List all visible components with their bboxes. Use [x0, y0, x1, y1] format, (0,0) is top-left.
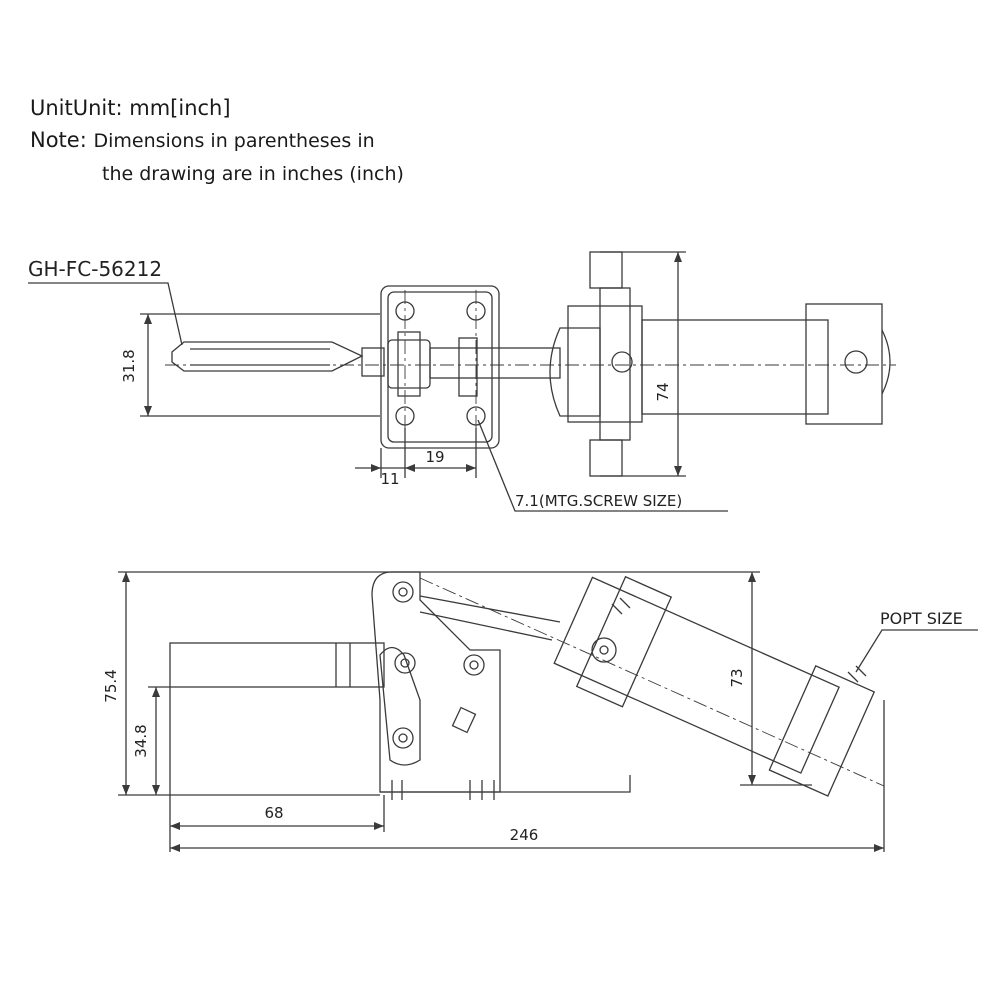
side-base	[380, 775, 631, 793]
dim-label-68: 68	[264, 804, 283, 822]
dim-label-73: 73	[728, 668, 746, 687]
note-line-1: Dimensions in parentheses in	[93, 130, 375, 152]
clevis-block	[567, 305, 643, 423]
model-label: GH-FC-56212	[28, 257, 162, 281]
dimension-note-cont: the drawing are in inches (inch)	[30, 157, 404, 190]
rod-end-block	[549, 327, 601, 417]
side-handle	[169, 642, 385, 688]
side-cylinder-cap	[768, 665, 876, 797]
dim-label-34-8: 34.8	[132, 724, 150, 757]
dimension-note: Note: Dimensions in parentheses in	[30, 124, 404, 157]
top-view	[28, 251, 891, 512]
dim-label-19: 19	[425, 448, 444, 466]
dim-label-75-4: 75.4	[102, 669, 120, 702]
mounting-plate	[380, 285, 500, 449]
dim-label-246: 246	[510, 826, 539, 844]
screw-leader	[477, 419, 728, 512]
note-line-2: the drawing are in inches (inch)	[102, 163, 404, 185]
model-leader	[28, 282, 183, 346]
unit-label: UnitUnit: mm[inch]	[30, 96, 231, 120]
dim-label-31-8: 31.8	[120, 349, 138, 382]
cylinder-end-cap	[805, 303, 883, 425]
side-view	[118, 571, 978, 852]
port-label: POPT SIZE	[880, 609, 963, 628]
notes: UnitUnit: mm[inch] Note: Dimensions in p…	[30, 92, 404, 190]
cylinder-body	[641, 319, 829, 415]
side-cylinder	[553, 576, 840, 774]
trunnion-pin-top	[589, 251, 623, 289]
piston-rod	[419, 595, 561, 641]
handle-grip	[171, 341, 364, 372]
port-leader	[855, 629, 978, 673]
note-label: Note:	[30, 128, 87, 152]
screw-label: 7.1(MTG.SCREW SIZE)	[515, 492, 682, 510]
unit-note: UnitUnit: mm[inch]	[30, 92, 404, 124]
dim-label-74: 74	[654, 382, 672, 401]
trunnion-pin-bottom	[589, 439, 623, 477]
side-body	[371, 571, 501, 793]
dim-label-11: 11	[380, 470, 399, 488]
